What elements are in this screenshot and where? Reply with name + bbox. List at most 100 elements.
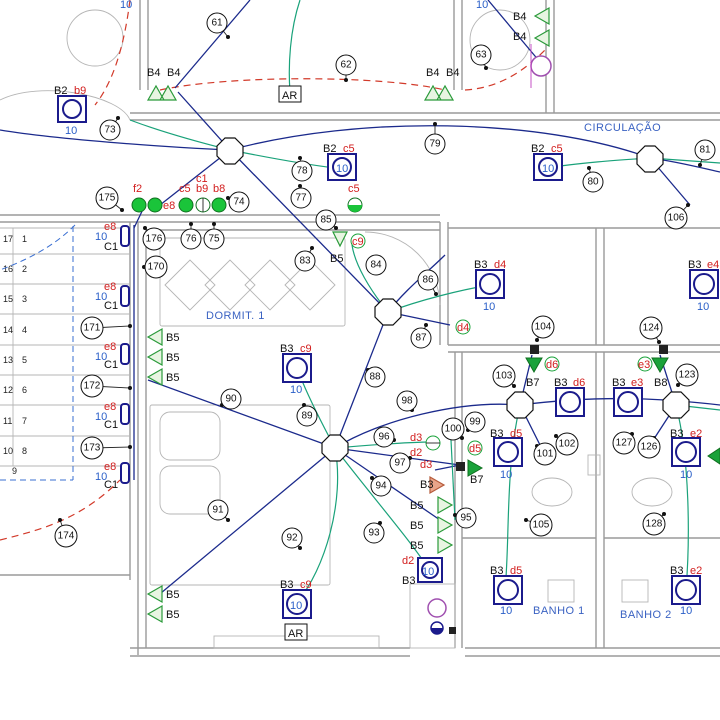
- callout-circle: [203, 228, 225, 250]
- circuit-number: 61: [211, 18, 223, 29]
- callout-anchor-dot: [370, 476, 374, 480]
- callout-circle: [291, 160, 313, 182]
- room-banho2: BANHO 2: [620, 609, 672, 621]
- circuit-number: 174: [58, 531, 75, 542]
- callout-circle: [365, 254, 387, 276]
- stair-right-6: 6: [22, 385, 27, 395]
- stair-left-10: 10: [3, 446, 13, 456]
- fixture-letter: d4: [494, 259, 506, 271]
- top-power-left: 10: [120, 0, 132, 11]
- outlet-name: C1: [104, 241, 118, 253]
- fixture-b3-d6: B3 d6: [554, 377, 585, 417]
- callout-anchor-dot: [434, 292, 438, 296]
- lamp-symbols: B4 B4 B4 B4 B4 B4 B5 B5 B5 B5 B5 B5 B5 B…: [146, 6, 720, 624]
- fixture-power: 10: [336, 163, 348, 175]
- room-circulacao: CIRCULAÇÃO: [584, 121, 661, 134]
- fixture-power: 10: [290, 600, 302, 612]
- circuit-number: 93: [368, 528, 380, 539]
- b7-symbol: [525, 357, 543, 374]
- switch: [637, 356, 653, 372]
- b4-symbol: [423, 84, 455, 101]
- switch-label-c5: c5: [179, 183, 191, 195]
- fixture-b3-d4: B3 d4 10: [474, 259, 506, 313]
- junction-box: [636, 145, 664, 173]
- callout-anchor-dot: [535, 338, 539, 342]
- fan-symbols: [427, 44, 552, 635]
- circuit-number: 123: [679, 370, 696, 381]
- b5-label: B5: [410, 520, 423, 532]
- circuit-number: 92: [286, 533, 298, 544]
- callout-anchor-dot: [424, 323, 428, 327]
- fixture-power: 10: [290, 384, 302, 396]
- b3-label: B3: [420, 479, 433, 491]
- junction-box: [321, 434, 349, 462]
- callout-circle: [424, 133, 446, 155]
- fixture-power: 10: [483, 301, 495, 313]
- switch: [131, 197, 147, 213]
- callout-anchor-dot: [512, 384, 516, 388]
- circuit-number: 100: [445, 424, 462, 435]
- circuit-number: 94: [375, 481, 387, 492]
- callout-circle: [396, 390, 418, 412]
- callout-anchor-dot: [587, 166, 591, 170]
- circuit-number: 79: [429, 139, 441, 150]
- callout-circle: [315, 209, 337, 231]
- junction-box: [662, 391, 690, 419]
- circuit-number: 102: [559, 439, 576, 450]
- callout-circle: [80, 374, 104, 398]
- switch: [544, 356, 560, 372]
- callout-circle: [296, 405, 318, 427]
- circuit-number: 78: [296, 166, 308, 177]
- fixture-power: 10: [680, 605, 692, 617]
- outlet-power: 10: [95, 351, 107, 363]
- ceiling-fixtures: B2 b9 10 B2 c5 10 B2 c5 10 B3 d4 10: [54, 0, 719, 619]
- fixture-letter: c9: [300, 579, 312, 591]
- junction-boxes: [216, 137, 690, 462]
- callout-circle: [80, 316, 104, 340]
- stair-right-3: 3: [22, 294, 27, 304]
- callout-circle: [363, 522, 385, 544]
- callout-circle: [335, 54, 357, 76]
- circuit-number: 103: [496, 371, 513, 382]
- b5-symbol: [146, 327, 163, 387]
- fixture-name: B3: [490, 565, 503, 577]
- circuit-number: 84: [370, 260, 382, 271]
- outlet-name: C1: [104, 359, 118, 371]
- stair-left-11: 11: [3, 416, 12, 426]
- circuit-number: 124: [643, 323, 660, 334]
- outlet-c1: e8 10 C1: [95, 341, 130, 371]
- ar-label-bottom: AR: [288, 628, 303, 640]
- callout-circle: [464, 411, 486, 433]
- stair-left-17: 17: [3, 234, 13, 244]
- switch-label-d5: d5: [469, 443, 481, 455]
- callout-circle: [54, 524, 78, 548]
- callout-circle: [455, 507, 477, 529]
- outlet-name: C1: [104, 419, 118, 431]
- callout-anchor-dot: [298, 546, 302, 550]
- fixture-b3-wall: B3 10: [402, 557, 443, 587]
- exhaust-fan-icon: [530, 55, 552, 77]
- callout-anchor-dot: [676, 383, 680, 387]
- callout-anchor-dot: [344, 78, 348, 82]
- callout-circle: [290, 187, 312, 209]
- fixture-name: B3: [402, 575, 415, 587]
- callout-anchor-dot: [433, 122, 437, 126]
- callout-circle: [99, 119, 121, 141]
- b4-label: B4: [513, 11, 526, 23]
- fixture-name: B3: [280, 579, 293, 591]
- circuit-number: 96: [378, 432, 390, 443]
- room-labels: CIRCULAÇÃO DORMIT. 1 BANHO 1 BANHO 2: [206, 121, 672, 621]
- fixture-name: B3: [490, 428, 503, 440]
- callout-circle: [664, 206, 688, 230]
- outlet-name: C1: [104, 479, 118, 491]
- callout-anchor-dot: [554, 434, 558, 438]
- switch-box: [530, 345, 539, 354]
- fixture-name: B2: [531, 143, 544, 155]
- stair-left-14: 14: [3, 325, 13, 335]
- switch: [455, 319, 471, 335]
- outlet-c1: e8 10 C1: [95, 281, 130, 312]
- fixture-power: 10: [500, 605, 512, 617]
- circuit-number: 101: [537, 449, 554, 460]
- switch-label-d4: d4: [457, 322, 469, 334]
- room-dormit: DORMIT. 1: [206, 310, 265, 322]
